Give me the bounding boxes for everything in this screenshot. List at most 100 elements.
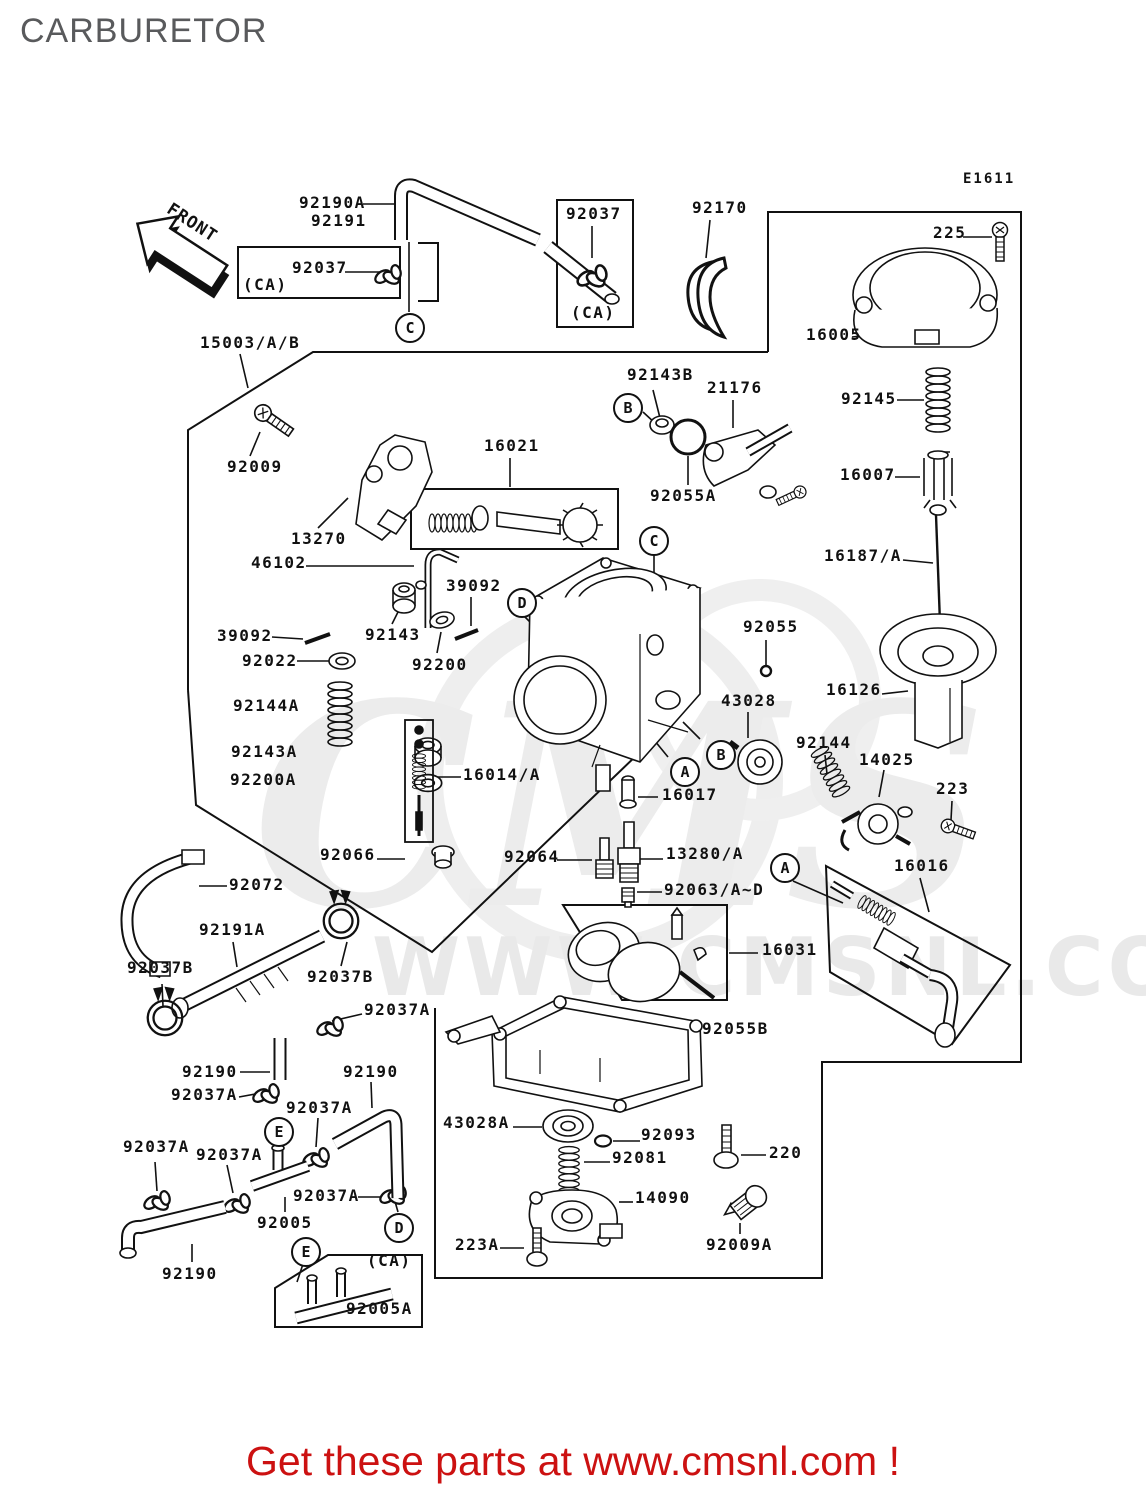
part-label-92066: 92066 <box>320 845 376 864</box>
part-label-92191a: 92191A <box>199 920 266 939</box>
jet-16017-drawing <box>619 775 637 809</box>
screw-92009-drawing <box>250 400 297 441</box>
part-label-16005: 16005 <box>806 325 862 344</box>
callout-e-2: E <box>291 1237 321 1267</box>
seat-43028a-drawing <box>542 1109 594 1143</box>
part-label-225: 225 <box>933 223 967 242</box>
oring-92055a-drawing <box>669 418 707 456</box>
clamp-92037a-5-drawing <box>220 1191 253 1217</box>
clamp-92037a-1-drawing <box>313 1014 346 1040</box>
part-label-92143a: 92143A <box>231 742 298 761</box>
part-label-92200: 92200 <box>412 655 468 674</box>
hose-92191a-drawing <box>171 929 326 1019</box>
jet-13280a-drawing <box>617 821 641 883</box>
callout-a-2: A <box>770 853 800 883</box>
part-label-16016: 16016 <box>894 856 950 875</box>
part-label-16126: 16126 <box>826 680 882 699</box>
washer-92200-drawing <box>427 608 457 632</box>
part-label-39092-2: 39092 <box>446 576 502 595</box>
part-label-39092: 39092 <box>217 626 273 645</box>
part-label-92055b: 92055B <box>702 1019 769 1038</box>
part-label-16007: 16007 <box>840 465 896 484</box>
part-label-92144: 92144 <box>796 733 852 752</box>
callout-e-1: E <box>264 1117 294 1147</box>
pin-39092-drawing <box>304 632 331 645</box>
clamp-92037a-4-drawing <box>140 1188 173 1214</box>
part-label-ca-3: (CA) <box>367 1251 412 1270</box>
part-label-92037b-1: 92037B <box>127 958 194 977</box>
strap-92072-drawing <box>120 849 205 979</box>
spring-92145-drawing <box>925 367 951 433</box>
part-label-21176: 21176 <box>707 378 763 397</box>
part-label-92190-2: 92190 <box>343 1062 399 1081</box>
part-label-16014a: 16014/A <box>463 765 541 784</box>
screw-220-drawing <box>713 1124 739 1169</box>
part-label-92170: 92170 <box>692 198 748 217</box>
part-label-92037a-2: 92037A <box>171 1085 238 1104</box>
part-label-92064: 92064 <box>504 847 560 866</box>
part-label-92093: 92093 <box>641 1125 697 1144</box>
part-label-16187a: 16187/A <box>824 546 902 565</box>
disc-43028-drawing <box>728 739 783 785</box>
part-label-14090: 14090 <box>635 1188 691 1207</box>
callout-letter: E <box>301 1243 311 1261</box>
jet-92064-drawing <box>595 837 614 879</box>
pump-14090-drawing <box>528 1189 623 1247</box>
part-label-92037a-1: 92037A <box>364 1000 431 1019</box>
part-label-220: 220 <box>769 1143 803 1162</box>
part-label-13270: 13270 <box>291 529 347 548</box>
part-label-92037a-6: 92037A <box>293 1186 360 1205</box>
oring-92055-drawing <box>759 664 773 678</box>
part-label-92055: 92055 <box>743 617 799 636</box>
part-label-92005a: 92005A <box>346 1299 413 1318</box>
part-label-16017: 16017 <box>662 785 718 804</box>
screw-225-drawing <box>991 221 1009 262</box>
part-label-92037a-5: 92037A <box>196 1145 263 1164</box>
part-label-92037a-3: 92037A <box>286 1098 353 1117</box>
floats-16031-drawing <box>567 906 716 1003</box>
part-label-46102: 46102 <box>251 553 307 572</box>
part-label-92190-1: 92190 <box>182 1062 238 1081</box>
part-label-92143: 92143 <box>365 625 421 644</box>
jet-92063-drawing <box>621 887 635 908</box>
link-14025-drawing <box>840 803 913 852</box>
callout-letter: C <box>405 319 415 337</box>
clamp-92170-drawing <box>686 256 728 340</box>
callout-a-1: A <box>670 757 700 787</box>
assy-16016-drawing <box>829 880 959 1048</box>
screw-223a-drawing <box>526 1227 548 1267</box>
callout-letter: C <box>649 532 659 550</box>
callout-letter: D <box>394 1219 404 1237</box>
pilot-21176-drawing <box>702 423 809 509</box>
part-label-92022: 92022 <box>242 651 298 670</box>
bracket-13270-drawing <box>355 434 433 542</box>
collar-92143b-drawing <box>649 415 675 435</box>
holder-16007-drawing <box>923 450 957 509</box>
bowl-92055b-drawing <box>444 995 703 1113</box>
part-label-92081: 92081 <box>612 1148 668 1167</box>
part-label-15003ab: 15003/A/B <box>200 333 301 352</box>
part-label-92200a: 92200A <box>230 770 297 789</box>
tee-92005-drawing <box>249 1144 311 1192</box>
part-label-92190a: 92190A <box>299 193 366 212</box>
callout-d-1: D <box>507 588 537 618</box>
callout-letter: A <box>680 763 690 781</box>
carb-body-drawing <box>513 557 702 792</box>
part-label-92037: 92037 <box>292 258 348 277</box>
hose-92190-bottom-drawing <box>119 1200 227 1259</box>
callout-b-1: B <box>613 393 643 423</box>
clamp-92037-drawing <box>371 262 404 288</box>
callout-letter: A <box>780 859 790 877</box>
callout-letter: B <box>716 746 726 764</box>
callout-c-1: C <box>395 313 425 343</box>
diagram-code: E1611 <box>963 171 1016 187</box>
screw-92009a-drawing <box>722 1184 768 1221</box>
part-label-ca-2: (CA) <box>571 303 616 322</box>
part-label-16021: 16021 <box>484 436 540 455</box>
plug-92066-drawing <box>431 845 455 869</box>
part-label-14025: 14025 <box>859 750 915 769</box>
callout-c-2: C <box>639 526 669 556</box>
tee-92005a-drawing <box>294 1267 394 1325</box>
